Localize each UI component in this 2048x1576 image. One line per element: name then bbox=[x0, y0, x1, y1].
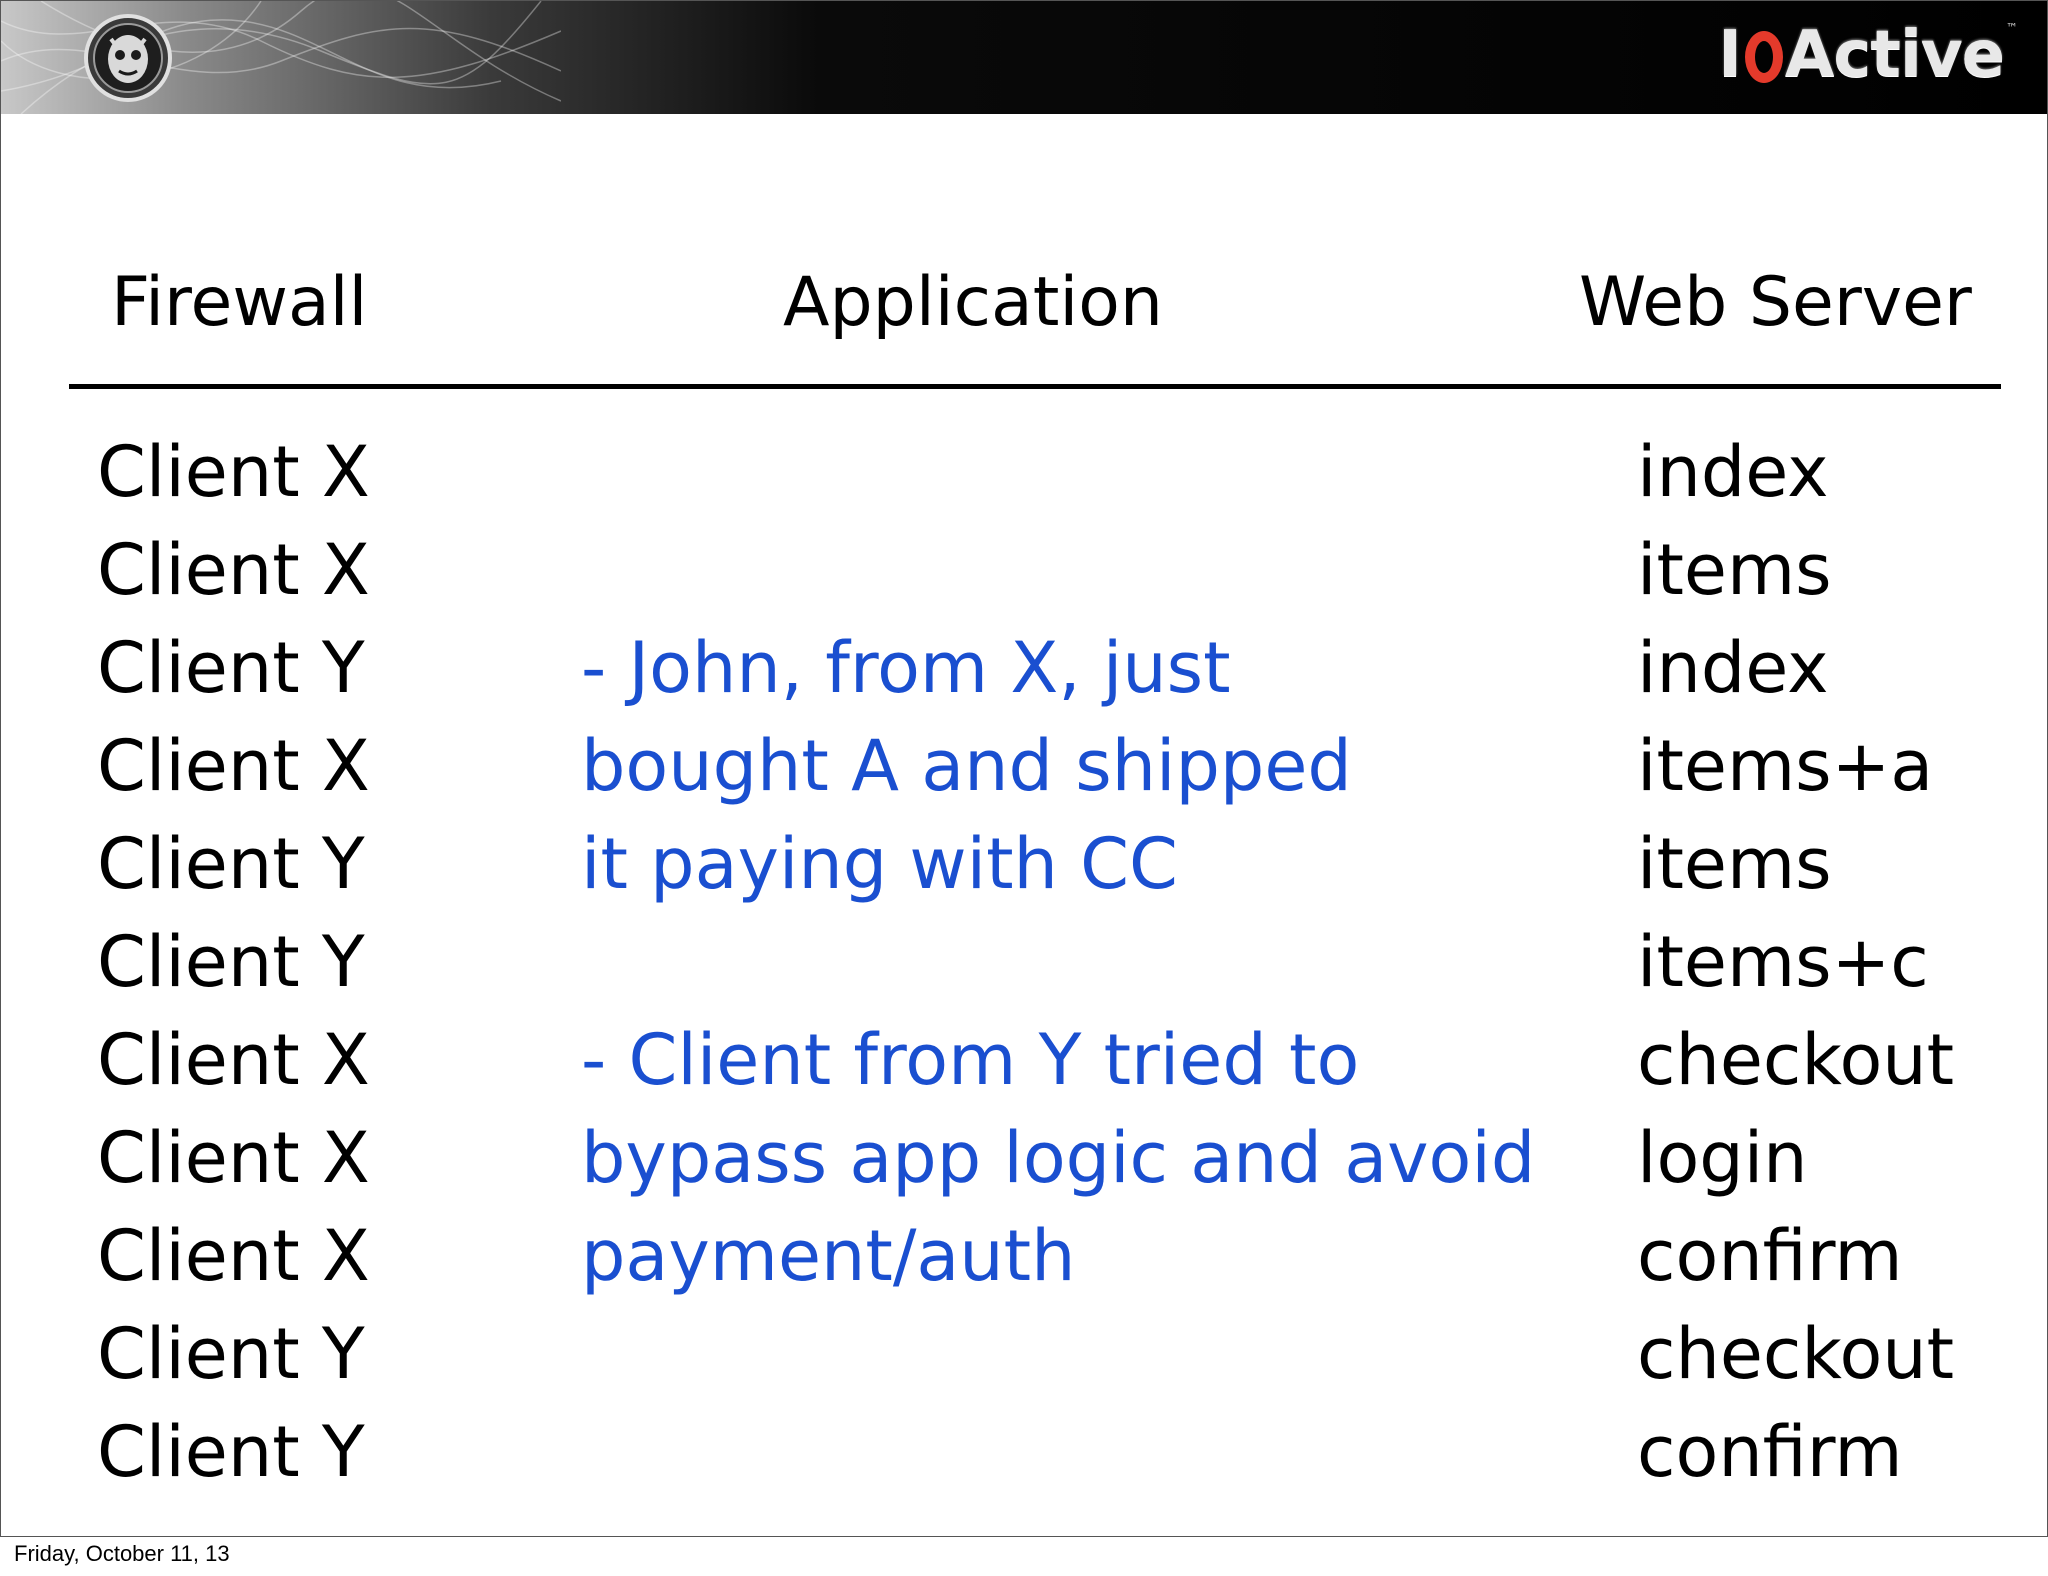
application-note-bypass: - Client from Y tried to bypass app logi… bbox=[581, 1011, 1535, 1305]
ioactive-logo: I Active ™ bbox=[1718, 15, 2018, 95]
note-line: bought A and shipped bbox=[581, 725, 1352, 807]
logo-text-prefix: I bbox=[1718, 18, 1742, 92]
note-line: bypass app logic and avoid bbox=[581, 1117, 1536, 1199]
firewall-row: Client X bbox=[97, 431, 370, 513]
firewall-row: Client X bbox=[97, 1117, 370, 1199]
header-divider bbox=[69, 384, 2001, 389]
firewall-row: Client Y bbox=[97, 921, 365, 1003]
webserver-row: confirm bbox=[1637, 1411, 1903, 1493]
webserver-list: index items index items+a items items+c … bbox=[1637, 423, 1954, 1501]
webserver-row: items bbox=[1637, 529, 1832, 611]
application-note-purchase: - John, from X, just bought A and shippe… bbox=[581, 619, 1352, 913]
slide: I Active ™ Firewall Application Web Serv… bbox=[0, 0, 2048, 1537]
firewall-row: Client Y bbox=[97, 1411, 365, 1493]
firewall-row: Client X bbox=[97, 529, 370, 611]
firewall-row: Client Y bbox=[97, 627, 365, 709]
webserver-row: items+a bbox=[1637, 725, 1934, 807]
note-line: - John, from X, just bbox=[581, 627, 1231, 709]
footer-date: Friday, October 11, 13 bbox=[14, 1541, 230, 1566]
trademark-mark: ™ bbox=[2006, 21, 2018, 35]
firewall-row: Client Y bbox=[97, 823, 365, 905]
firewall-list: Client X Client X Client Y Client X Clie… bbox=[97, 423, 370, 1501]
firewall-row: Client X bbox=[97, 725, 370, 807]
webserver-row: checkout bbox=[1637, 1313, 1955, 1395]
column-heading-webserver: Web Server bbox=[1579, 263, 1972, 342]
note-line: it paying with CC bbox=[581, 823, 1178, 905]
webserver-row: items+c bbox=[1637, 921, 1929, 1003]
column-heading-firewall: Firewall bbox=[111, 263, 368, 342]
logo-text-suffix: Active bbox=[1784, 18, 2005, 92]
header-bar: I Active ™ bbox=[1, 1, 2047, 114]
webserver-row: index bbox=[1637, 431, 1829, 513]
webserver-row: index bbox=[1637, 627, 1829, 709]
webserver-row: checkout bbox=[1637, 1019, 1955, 1101]
column-heading-application: Application bbox=[783, 263, 1163, 342]
ioactive-mascot-icon bbox=[84, 14, 172, 102]
firewall-row: Client X bbox=[97, 1019, 370, 1101]
firewall-row: Client X bbox=[97, 1215, 370, 1297]
webserver-row: confirm bbox=[1637, 1215, 1903, 1297]
note-line: - Client from Y tried to bbox=[581, 1019, 1360, 1101]
firewall-row: Client Y bbox=[97, 1313, 365, 1395]
webserver-row: items bbox=[1637, 823, 1832, 905]
logo-ring-icon bbox=[1744, 31, 1783, 83]
webserver-row: login bbox=[1637, 1117, 1808, 1199]
note-line: payment/auth bbox=[581, 1215, 1076, 1297]
